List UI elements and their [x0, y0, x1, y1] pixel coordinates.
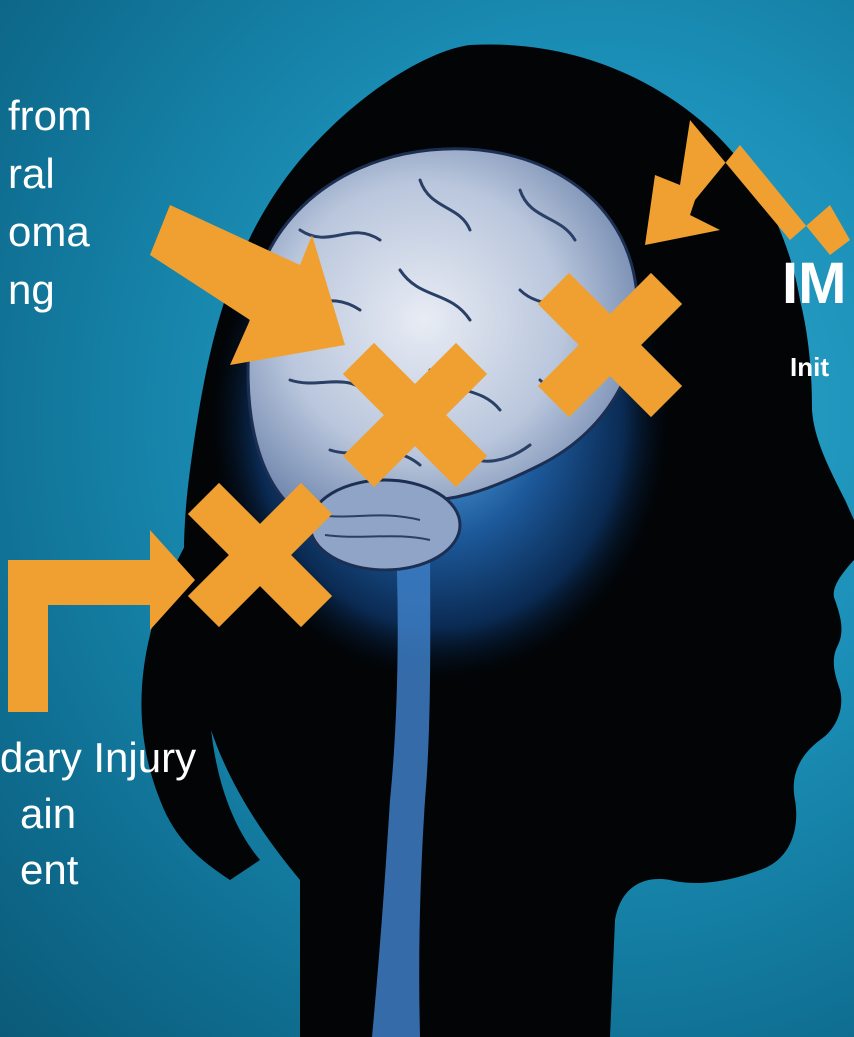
left-text-line-4: ng [8, 262, 55, 318]
bottom-text-line-1: dary Injury [0, 730, 196, 786]
right-label-title: IM [782, 250, 846, 317]
right-label-subtitle: Init [790, 352, 829, 383]
bottom-text-line-3: ent [20, 842, 78, 898]
left-text-line-2: ral [8, 146, 55, 202]
left-text-line-3: oma [8, 204, 90, 260]
bottom-text-line-2: ain [20, 786, 76, 842]
left-text-line-1: from [8, 88, 92, 144]
